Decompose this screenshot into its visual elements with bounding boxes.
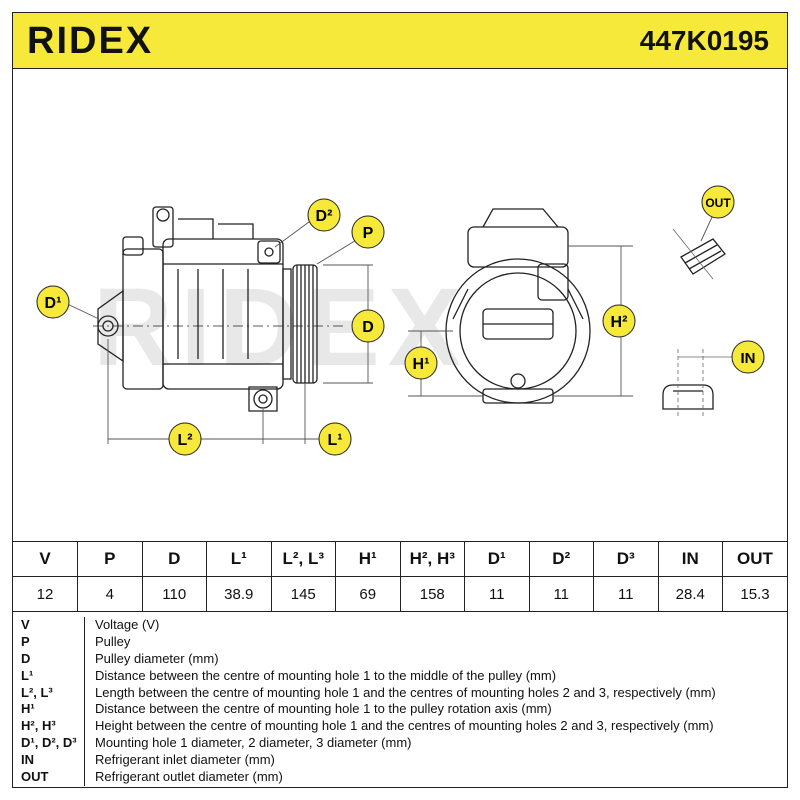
spec-value-d2: 11 [528,576,594,612]
spec-value-row: 12 4 110 38.9 145 69 158 11 11 11 28.4 1… [13,576,787,612]
legend-key: IN [13,752,85,770]
legend-desc: Refrigerant inlet diameter (mm) [95,752,275,768]
header-bar: RIDEX 447K0195 [13,13,787,69]
spec-header-p: P [77,541,143,577]
legend-key: L¹ [13,667,85,685]
outlet-label: OUT [700,185,735,242]
spec-table: V P D L¹ L², L³ H¹ H², H³ D¹ D² D³ IN OU… [13,541,787,612]
legend: V Voltage (V) P Pulley D Pulley diameter… [13,611,787,786]
legend-row: H¹ Distance between the centre of mounti… [13,701,787,719]
spec-value-l1: 38.9 [206,576,272,612]
legend-key: D¹, D², D³ [13,735,85,753]
brand-logo: RIDEX [27,20,154,62]
spec-value-h1: 69 [335,576,401,612]
spec-value-out: 15.3 [722,576,787,612]
compressor-front-view [445,208,591,404]
legend-row: D Pulley diameter (mm) [13,650,787,668]
outlet-port-detail [672,228,726,280]
legend-row: OUT Refrigerant outlet diameter (mm) [13,769,787,786]
badge-p [351,215,385,249]
technical-drawing: RIDEX [13,69,787,541]
badge-h2 [602,304,636,338]
spec-value-d: 110 [141,576,207,612]
spec-header-d2: D² [528,541,594,577]
spec-sheet: RIDEX 447K0195 RIDEX [12,12,788,788]
label-in: IN [741,350,756,367]
spec-header-v: V [13,541,78,577]
spec-header-d: D [141,541,207,577]
inlet-port-detail [662,349,733,419]
spec-value-d1: 11 [464,576,530,612]
part-number: 447K0195 [639,25,769,56]
legend-desc: Height between the centre of mounting ho… [95,718,714,734]
label-d2: D² [316,208,333,225]
label-p: P [363,225,374,242]
front-labels: H¹ H² [404,304,636,380]
label-out: OUT [705,196,731,210]
compressor-side-view [93,206,343,412]
legend-key: D [13,650,85,668]
spec-header-h2-h3: H², H³ [399,541,465,577]
legend-desc: Pulley diameter (mm) [95,650,219,666]
badge-l2 [168,422,202,456]
label-h2: H² [611,314,628,331]
legend-key: P [13,633,85,651]
spec-value-d3: 11 [593,576,659,612]
label-d: D [362,319,374,336]
legend-row: P Pulley [13,633,787,651]
spec-value-l2-l3: 145 [270,576,336,612]
legend-key: H², H³ [13,718,85,736]
label-d1: D¹ [45,295,62,312]
watermark: RIDEX [93,266,469,389]
drawing-svg: RIDEX [36,185,765,456]
label-l1: L¹ [327,432,342,449]
legend-key: L², L³ [13,684,85,702]
side-labels: D¹ D² P D L² L¹ [36,198,385,456]
spec-value-p: 4 [77,576,143,612]
spec-header-in: IN [657,541,723,577]
spec-header-l1: L¹ [206,541,272,577]
spec-header-out: OUT [722,541,787,577]
legend-row: IN Refrigerant inlet diameter (mm) [13,752,787,770]
legend-desc: Pulley [95,633,131,649]
spec-value-v: 12 [13,576,78,612]
spec-header-row: V P D L¹ L², L³ H¹ H², H³ D¹ D² D³ IN OU… [13,541,787,577]
legend-row: H², H³ Height between the centre of moun… [13,718,787,736]
inlet-label: IN [731,340,765,374]
spec-header-d1: D¹ [464,541,530,577]
legend-row: L¹ Distance between the centre of mounti… [13,667,787,685]
legend-row: L², L³ Length between the centre of moun… [13,684,787,702]
spec-value-in: 28.4 [657,576,723,612]
badge-in [731,340,765,374]
legend-desc: Voltage (V) [95,617,160,632]
legend-desc: Mounting hole 1 diameter, 2 diameter, 3 … [95,735,412,751]
spec-header-d3: D³ [593,541,659,577]
legend-desc: Distance between the centre of mounting … [95,667,557,683]
legend-desc: Length between the centre of mounting ho… [95,684,716,700]
legend-key: V [13,617,85,634]
badge-l1 [318,422,352,456]
mount-hole-2-icon [253,389,273,409]
legend-row: V Voltage (V) [13,611,787,634]
label-h1: H¹ [413,356,430,373]
badge-out [701,185,735,219]
spec-value-h2-h3: 158 [399,576,465,612]
spec-header-l2-l3: L², L³ [270,541,336,577]
badge-h1 [404,346,438,380]
mount-hole-front-icon [510,373,526,389]
legend-desc: Refrigerant outlet diameter (mm) [95,769,283,785]
badge-d2 [307,198,341,232]
legend-key: H¹ [13,701,85,719]
legend-desc: Distance between the centre of mounting … [95,701,552,717]
legend-key: OUT [13,769,85,786]
badge-d [351,309,385,343]
spec-header-h1: H¹ [335,541,401,577]
label-l2: L² [177,432,192,449]
badge-d1 [36,285,70,319]
legend-row: D¹, D², D³ Mounting hole 1 diameter, 2 d… [13,735,787,753]
